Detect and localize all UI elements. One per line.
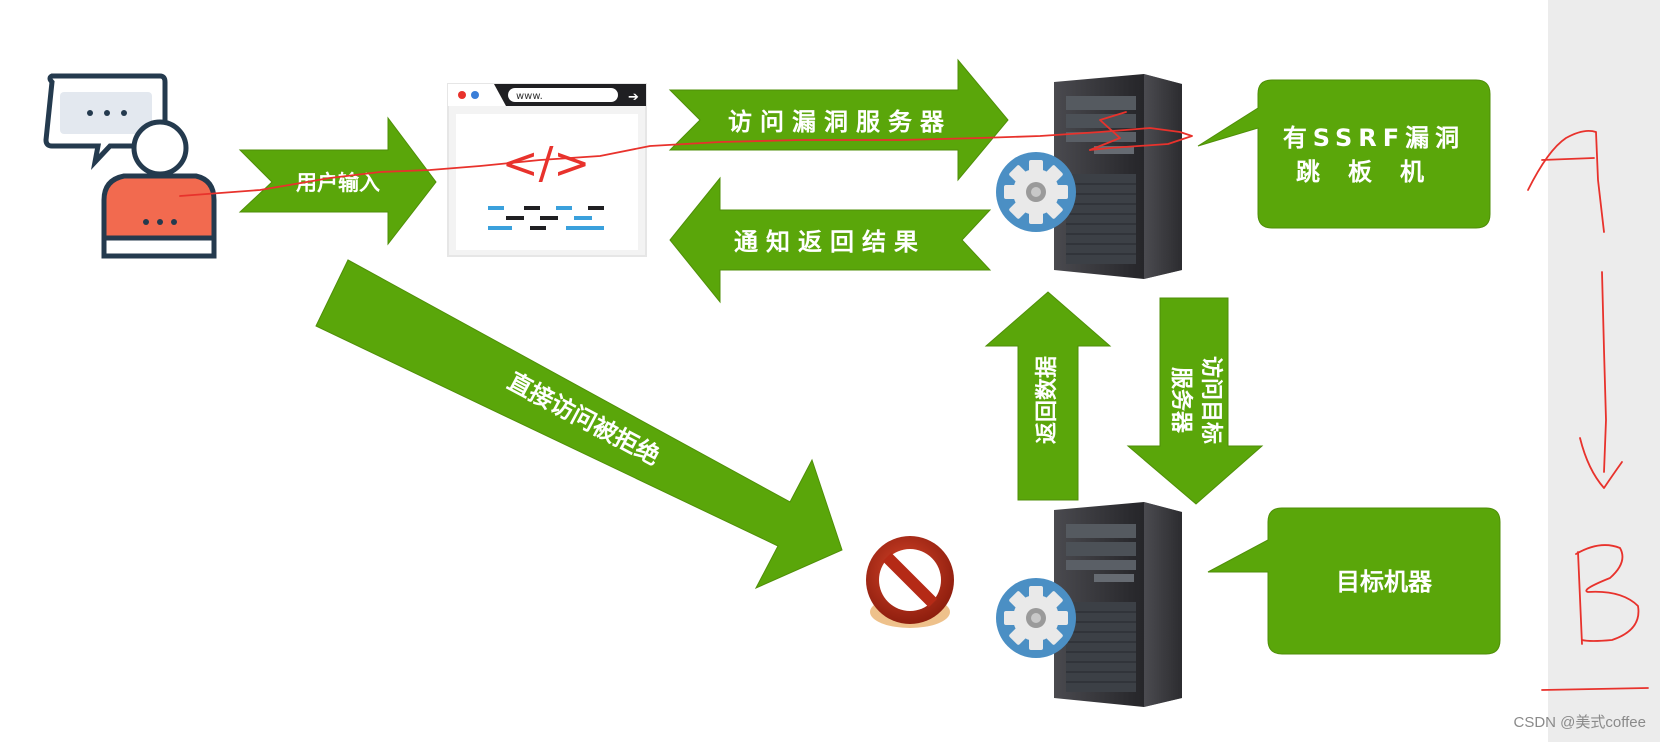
callout-vuln-server: 有SSRF漏洞 跳板机 — [1197, 79, 1491, 229]
arrow-direct-access-denied: 直接访问被拒绝 — [315, 259, 843, 590]
svg-text:➔: ➔ — [628, 90, 639, 105]
annotation-letter-b — [1541, 544, 1649, 691]
annotation-down-arrow — [1579, 271, 1623, 489]
label-access-target: 访问目标 服务器 — [1168, 356, 1224, 444]
code-symbol: </> — [502, 138, 591, 189]
annotation-letter-a — [1527, 129, 1605, 233]
callout-vuln-line2: 跳板机 — [1296, 158, 1452, 186]
svg-text:返回数据: 返回数据 — [1034, 356, 1060, 444]
arrow-access-vuln-server: 访问漏洞服务器 — [668, 58, 1009, 182]
callout-target-label: 目标机器 — [1336, 568, 1433, 596]
svg-text:访问目标: 访问目标 — [1198, 356, 1224, 444]
label-user-input: 用户输入 — [296, 171, 380, 195]
label-notify-result: 通知返回结果 — [734, 228, 926, 256]
arrow-access-target: 访问目标 服务器 — [1126, 297, 1264, 505]
annotation-path — [179, 111, 1193, 197]
target-server — [996, 501, 1183, 708]
watermark: CSDN @美式coffee — [1513, 714, 1647, 731]
browser-icon: www. ➔ </> — [447, 83, 647, 257]
arrow-notify-result: 通知返回结果 — [669, 176, 992, 304]
arrow-user-input: 用户输入 — [238, 116, 437, 246]
arrow-return-data: 返回数据 — [984, 291, 1112, 501]
user-icon — [43, 73, 217, 259]
browser-url-text: www. — [516, 91, 543, 102]
callout-target: 目标机器 — [1207, 507, 1501, 655]
callout-vuln-line1: 有SSRF漏洞 — [1283, 124, 1465, 152]
label-return-data: 返回数据 — [1034, 356, 1060, 444]
prohibited-icon — [866, 536, 954, 628]
vuln-server — [996, 73, 1183, 280]
gear-icon — [996, 578, 1076, 658]
svg-text:服务器: 服务器 — [1168, 367, 1193, 434]
label-access-vuln-server: 访问漏洞服务器 — [728, 108, 952, 136]
gear-icon — [996, 152, 1076, 232]
